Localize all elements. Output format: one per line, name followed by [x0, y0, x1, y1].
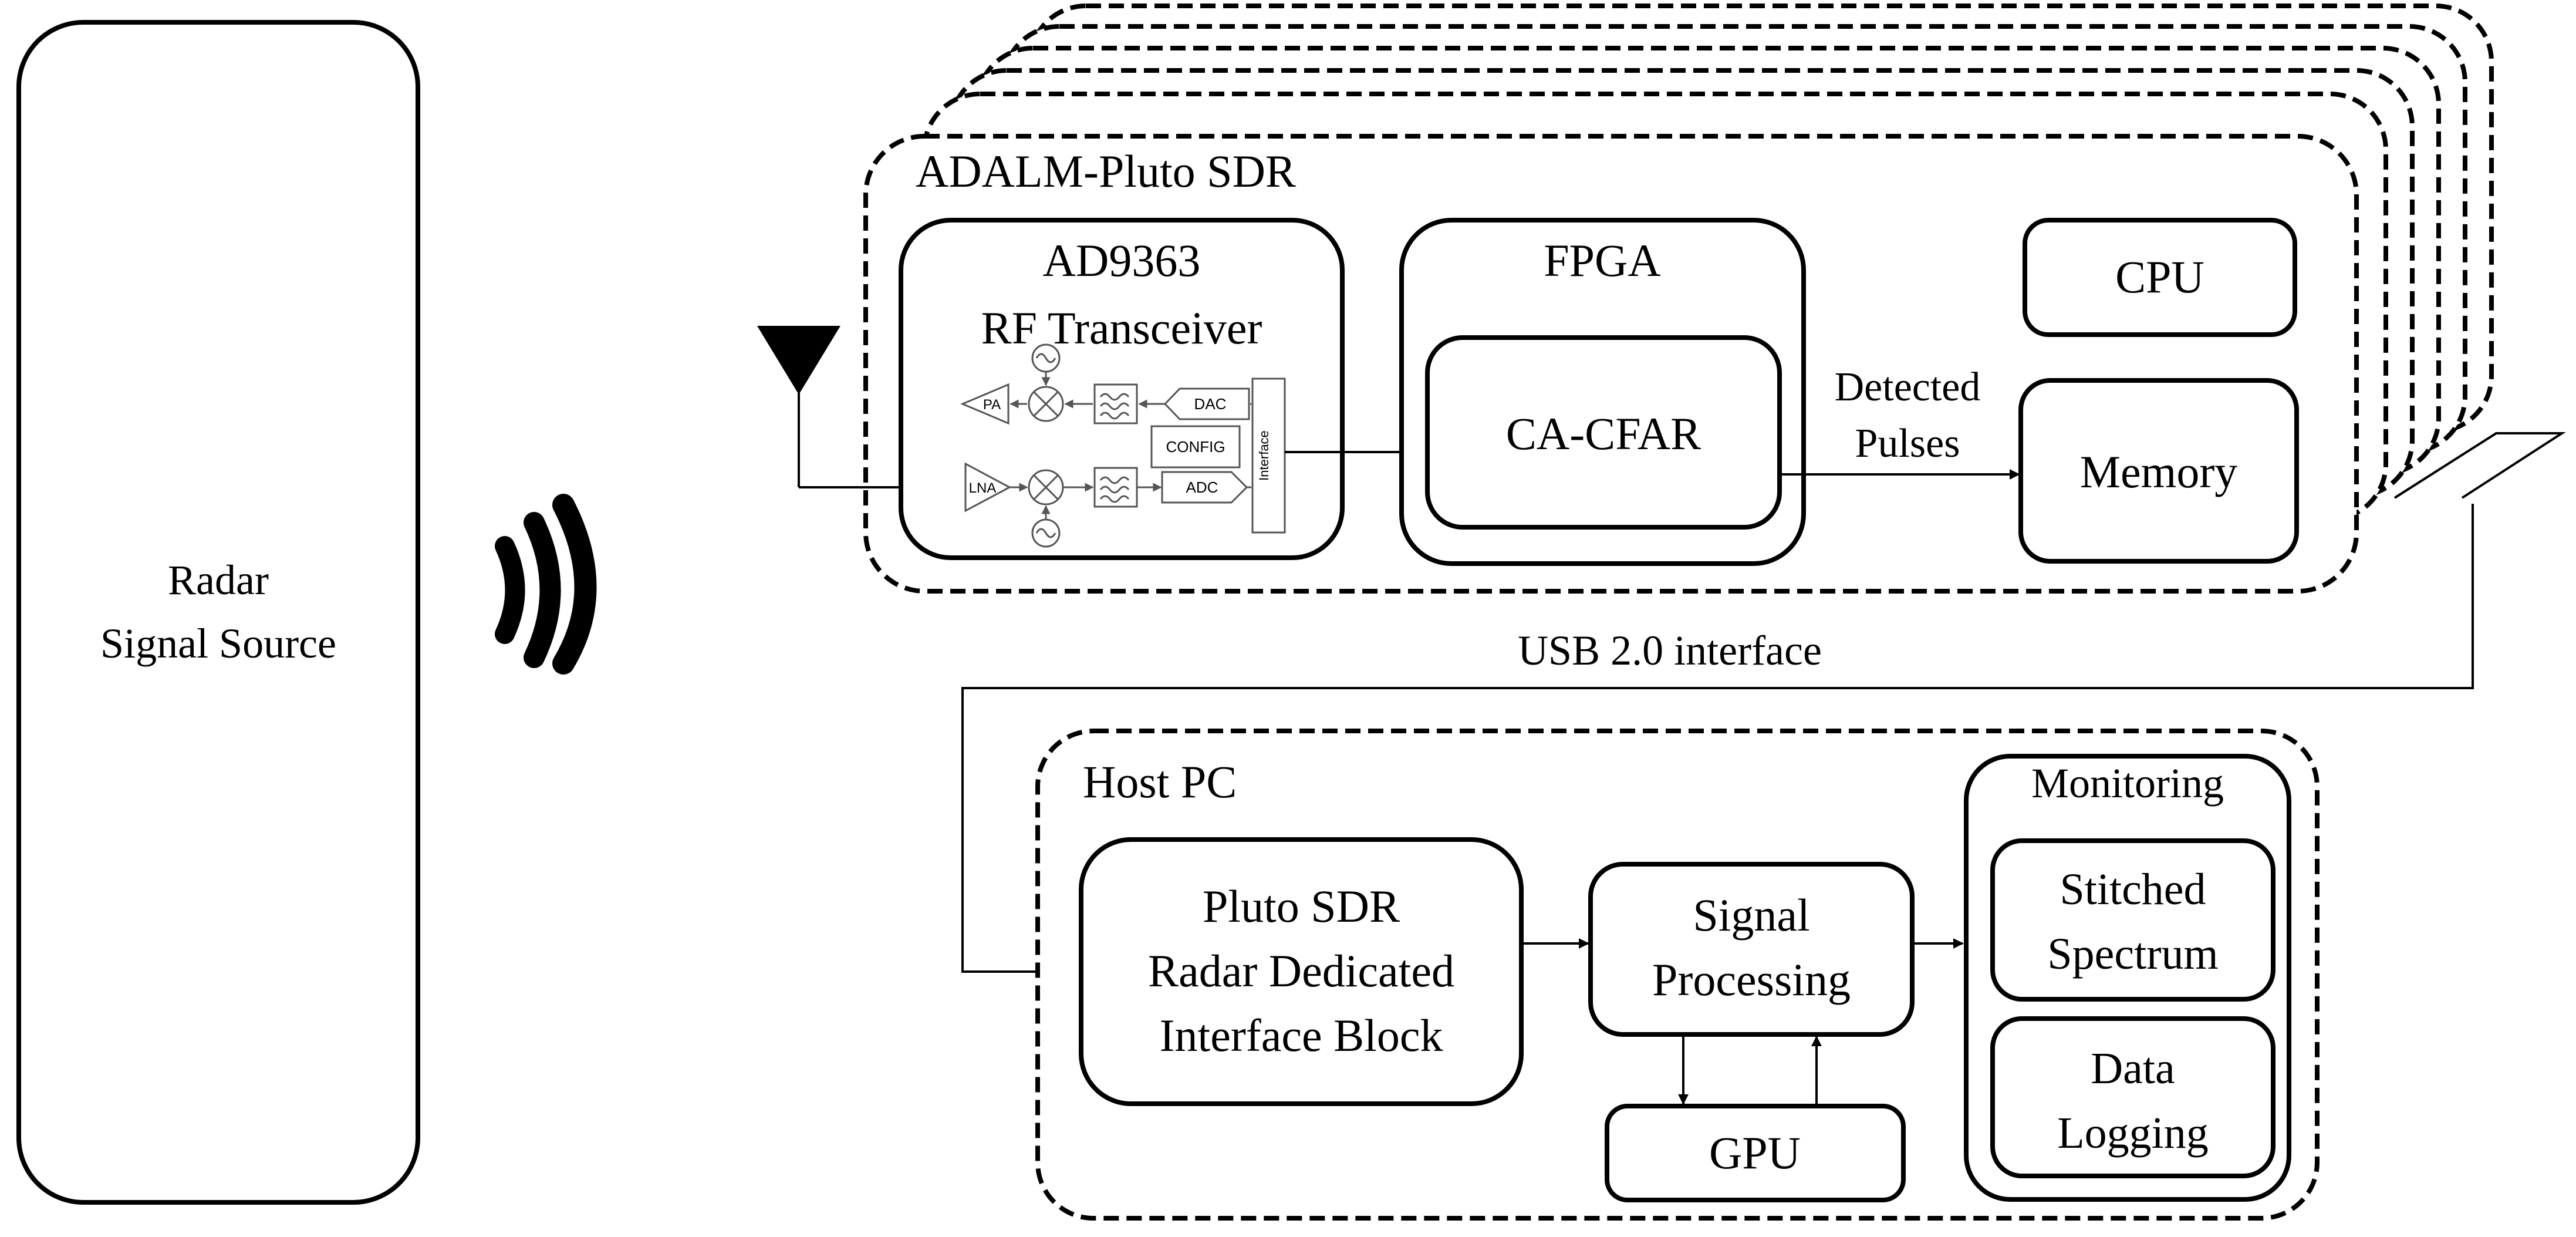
dac-block-icon	[1163, 387, 1250, 420]
adc-block-icon	[1161, 471, 1248, 504]
host-pc: Host PC Pluto SDR Radar Dedicated Interf…	[1035, 729, 2320, 1221]
wireless-signal-icon	[495, 494, 597, 675]
config-block	[1150, 425, 1241, 468]
cpu-label: CPU	[2115, 251, 2204, 302]
detected-pulses-label-line1: Detected	[1835, 365, 1981, 410]
memory-label: Memory	[2080, 446, 2238, 497]
cpu-box	[2023, 218, 2297, 337]
host-pc-title: Host PC	[1083, 756, 1237, 807]
lna-label: LNA	[969, 480, 997, 496]
gpu-label: GPU	[1709, 1127, 1801, 1178]
config-label: CONFIG	[1166, 438, 1225, 456]
interface-block-label-line1: Pluto SDR	[1203, 881, 1400, 932]
transceiver-label-line2: RF Transceiver	[981, 302, 1262, 353]
interface-block-label-line3: Interface Block	[1160, 1010, 1443, 1061]
cfar-box	[1425, 335, 1782, 530]
stitched-spectrum-label-line1: Stitched	[2060, 865, 2206, 914]
dac-label: DAC	[1194, 395, 1227, 413]
data-logging-box	[1990, 1016, 2275, 1178]
transceiver-label-line1: AD9363	[1043, 235, 1201, 286]
interface-block-box	[1079, 837, 1524, 1106]
monitoring-label: Monitoring	[2031, 760, 2224, 807]
adc-label: ADC	[1186, 478, 1218, 496]
interface-block-label-line2: Radar Dedicated	[1148, 945, 1454, 996]
interface-bar-label: Interface	[1257, 430, 1271, 481]
receive-chain: LNA ADC	[964, 462, 1251, 548]
data-logging-label-line1: Data	[2091, 1044, 2175, 1093]
interface-bar	[1251, 377, 1286, 534]
radar-signal-source: Radar Signal Source	[16, 20, 420, 1205]
cfar-label: CA-CFAR	[1506, 408, 1701, 459]
stitched-spectrum-box	[1990, 838, 2275, 1002]
signal-processing-box	[1588, 862, 1915, 1037]
memory-box	[2018, 378, 2299, 564]
gpu-box	[1605, 1104, 1906, 1202]
usb-interface-connection: USB 2.0 interface	[961, 432, 2566, 977]
sdr-title: ADALM-Pluto SDR	[916, 146, 1296, 197]
fpga-label: FPGA	[1544, 235, 1660, 286]
transceiver-block: AD9363 RF Transceiver PA DAC CONFIG LN	[899, 218, 1345, 560]
usb-interface-label: USB 2.0 interface	[1518, 627, 1822, 674]
signal-processing-label-line1: Signal	[1693, 889, 1809, 941]
detected-pulses-connection: Detected Pulses	[1780, 365, 2020, 480]
radar-source-label-line2: Signal Source	[100, 620, 336, 667]
radar-source-label-line1: Radar	[168, 557, 269, 604]
pa-label: PA	[983, 397, 1001, 413]
transmit-chain: PA DAC	[960, 343, 1251, 425]
signal-processing-label-line2: Processing	[1652, 954, 1851, 1005]
lna-amplifier-icon	[964, 462, 1012, 513]
radar-source-box	[16, 20, 420, 1205]
detected-pulses-label-line2: Pulses	[1855, 421, 1960, 466]
data-logging-label-line2: Logging	[2057, 1108, 2209, 1158]
fpga-block: FPGA CA-CFAR	[1399, 218, 1806, 566]
pa-amplifier-icon	[960, 383, 1010, 425]
stitched-spectrum-label-line2: Spectrum	[2047, 929, 2218, 979]
